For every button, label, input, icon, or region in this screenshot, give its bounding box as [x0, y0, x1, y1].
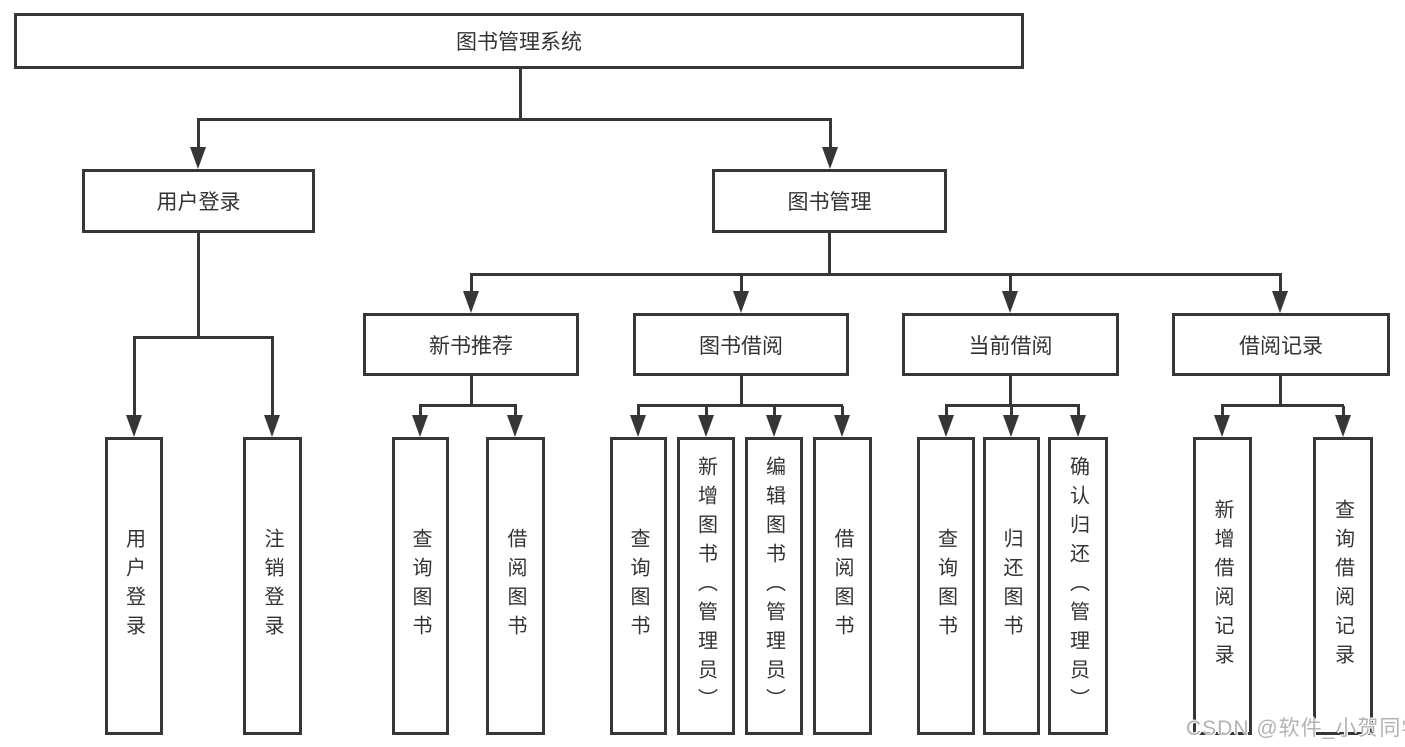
connector-line	[740, 376, 743, 404]
arrow-down-icon	[126, 415, 142, 437]
connector-line	[470, 376, 473, 404]
node-borrow-records: 借阅记录	[1172, 313, 1390, 376]
node-book-management: 图书管理	[712, 169, 947, 233]
connector-line	[637, 404, 843, 407]
connector-line	[470, 273, 1282, 276]
connector-line	[1342, 406, 1345, 415]
arrow-down-icon	[190, 147, 206, 169]
connector-line	[1010, 406, 1013, 415]
leaf-borrow-books-label: 借阅图书	[831, 528, 853, 644]
connector-line	[828, 233, 831, 273]
leaf-query-books-recommend-label: 查询图书	[409, 528, 431, 644]
connector-line	[271, 338, 274, 415]
connector-line	[773, 406, 776, 415]
leaf-query-books-borrowing: 查询图书	[610, 437, 667, 735]
arrow-down-icon	[822, 147, 838, 169]
connector-line	[1077, 406, 1080, 415]
connector-line	[1009, 275, 1012, 291]
leaf-user-login-label: 用户登录	[122, 528, 145, 644]
node-book-borrowing: 图书借阅	[633, 313, 849, 376]
connector-line	[419, 404, 517, 407]
connector-line	[1221, 406, 1224, 415]
node-root: 图书管理系统	[14, 13, 1024, 69]
node-user-login: 用户登录	[82, 169, 315, 233]
arrow-down-icon	[507, 415, 523, 437]
leaf-query-borrow-record: 查询借阅记录	[1313, 437, 1373, 735]
connector-line	[519, 69, 522, 120]
connector-line	[514, 406, 517, 415]
connector-line	[1279, 376, 1282, 404]
leaf-query-borrow-record-label: 查询借阅记录	[1331, 499, 1354, 673]
node-user-login-label: 用户登录	[156, 191, 241, 214]
leaf-add-borrow-record: 新增借阅记录	[1193, 437, 1252, 735]
leaf-query-books-current: 查询图书	[917, 437, 975, 735]
arrow-down-icon	[766, 415, 782, 437]
arrow-down-icon	[1272, 291, 1288, 313]
arrow-down-icon	[1002, 291, 1018, 313]
leaf-add-borrow-record-label: 新增借阅记录	[1211, 499, 1233, 673]
leaf-logout: 注销登录	[243, 437, 302, 735]
arrow-down-icon	[412, 415, 428, 437]
arrow-down-icon	[938, 415, 954, 437]
arrow-down-icon	[1070, 415, 1086, 437]
leaf-edit-books-admin-label: 编辑图书（管理员）	[762, 455, 785, 717]
leaf-add-books-admin: 新增图书（管理员）	[677, 437, 735, 735]
arrow-down-icon	[264, 415, 280, 437]
connector-line	[197, 120, 200, 147]
leaf-borrow-books-recommend: 借阅图书	[486, 437, 545, 735]
connector-line	[705, 406, 708, 415]
connector-line	[829, 120, 832, 147]
leaf-add-books-admin-label: 新增图书（管理员）	[694, 455, 717, 717]
node-new-book-recommend-label: 新书推荐	[429, 334, 513, 358]
leaf-borrow-books-recommend-label: 借阅图书	[504, 528, 526, 644]
connector-line	[945, 404, 1080, 407]
leaf-edit-books-admin: 编辑图书（管理员）	[745, 437, 803, 735]
arrow-down-icon	[463, 291, 479, 313]
connector-line	[1009, 376, 1012, 404]
arrow-down-icon	[698, 415, 714, 437]
arrow-down-icon	[1214, 415, 1230, 437]
node-book-borrowing-label: 图书借阅	[699, 334, 783, 358]
arrow-down-icon	[733, 291, 749, 313]
connector-line	[197, 118, 832, 121]
arrow-down-icon	[834, 415, 850, 437]
connector-line	[470, 275, 473, 291]
connector-line	[419, 406, 422, 415]
connector-line	[1221, 404, 1344, 407]
arrow-down-icon	[1335, 415, 1351, 437]
connector-line	[133, 336, 274, 339]
leaf-confirm-return-admin-label: 确认归还（管理员）	[1066, 455, 1089, 717]
connector-line	[1279, 275, 1282, 291]
connector-line	[740, 275, 743, 291]
leaf-query-books-current-label: 查询图书	[934, 528, 957, 644]
leaf-user-login: 用户登录	[105, 437, 163, 735]
arrow-down-icon	[1003, 415, 1019, 437]
connector-line	[133, 338, 136, 415]
leaf-borrow-books: 借阅图书	[813, 437, 872, 735]
node-current-borrowing-label: 当前借阅	[968, 334, 1053, 358]
leaf-query-books-recommend: 查询图书	[392, 437, 449, 735]
node-root-label: 图书管理系统	[456, 31, 582, 54]
node-book-management-label: 图书管理	[787, 191, 872, 214]
connector-line	[197, 233, 200, 336]
leaf-return-books-label: 归还图书	[1000, 528, 1022, 644]
leaf-query-books-borrowing-label: 查询图书	[627, 528, 649, 644]
connector-line	[841, 406, 844, 415]
csdn-watermark: CSDN @软件_小贺同学	[1186, 717, 1405, 740]
node-new-book-recommend: 新书推荐	[363, 313, 579, 376]
leaf-confirm-return-admin: 确认归还（管理员）	[1048, 437, 1108, 735]
leaf-logout-label: 注销登录	[261, 528, 283, 644]
connector-line	[637, 406, 640, 415]
leaf-return-books: 归还图书	[983, 437, 1040, 735]
node-borrow-records-label: 借阅记录	[1239, 334, 1323, 358]
node-current-borrowing: 当前借阅	[902, 313, 1119, 376]
connector-line	[945, 406, 948, 415]
arrow-down-icon	[630, 415, 646, 437]
